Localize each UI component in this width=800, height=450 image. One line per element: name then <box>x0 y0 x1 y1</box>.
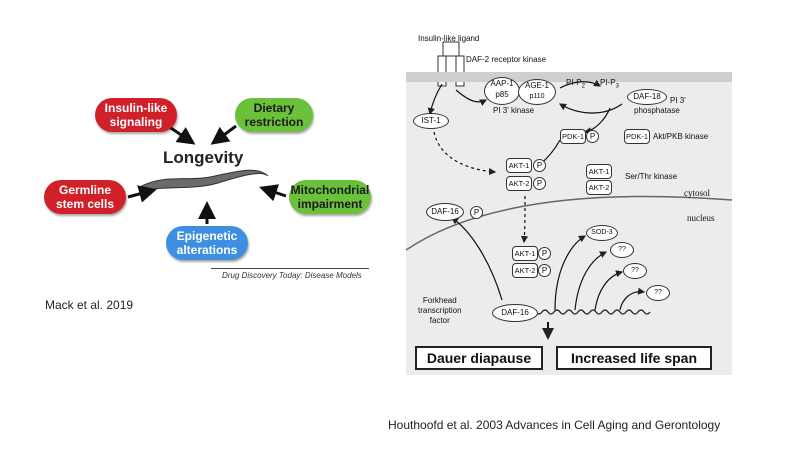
germline-stem-cells-pill: Germline stem cells <box>44 180 126 214</box>
akt1-node: AKT-1 <box>506 158 532 173</box>
akt1-right-node: AKT-1 <box>586 164 612 179</box>
citation-left: Mack et al. 2019 <box>45 298 134 312</box>
dietary-restriction-pill: Dietary restriction <box>235 98 313 132</box>
ser-thr-label: Ser/Thr kinase <box>625 172 678 181</box>
pathway-lines <box>405 41 733 340</box>
insulin-signaling-pill: Insulin-like signaling <box>95 98 177 132</box>
journal-credit: Drug Discovery Today: Disease Models <box>222 271 362 280</box>
sod3-node: SOD-3 <box>586 225 618 241</box>
nucleus-label: nucleus <box>687 213 715 223</box>
forkhead-label: Forkhead transcription factor <box>418 296 462 325</box>
increased-lifespan-box: Increased life span <box>556 346 712 370</box>
worm-icon <box>141 169 269 191</box>
daf16-cytosol-node: DAF-16 <box>426 203 464 221</box>
akt2-node: AKT-2 <box>506 176 532 191</box>
phosphatase-label-a: PI 3' <box>670 96 686 105</box>
phospho-icon: P <box>470 206 483 219</box>
phospho-icon: P <box>538 247 551 260</box>
phospho-icon: P <box>533 159 546 172</box>
daf2-receptor-label: DAF-2 receptor kinase <box>466 55 547 64</box>
pdk1-node: PDK-1 <box>560 129 586 144</box>
credit-divider <box>211 268 369 269</box>
ist1-node: IST-1 <box>413 113 449 129</box>
pip2-label: PI-P2 <box>566 78 585 90</box>
longevity-label: Longevity <box>163 148 244 167</box>
akt1-nucleus-node: AKT-1 <box>512 246 538 261</box>
insulin-ligand-label: Insulin-like ligand <box>418 34 480 43</box>
pdk1-right-node: PDK-1 <box>624 129 650 144</box>
citation-right: Houthoofd et al. 2003 Advances in Cell A… <box>388 418 721 432</box>
mitochondrial-impairment-pill: Mitochondrial impairment <box>289 180 371 214</box>
cytosol-label: cytosol <box>684 188 710 198</box>
daf16-nucleus-node: DAF-16 <box>492 304 538 322</box>
phospho-icon: P <box>533 177 546 190</box>
phosphatase-label-b: phosphatase <box>634 106 680 115</box>
epigenetic-alterations-pill: Epigenetic alterations <box>166 226 248 260</box>
akt2-right-node: AKT-2 <box>586 180 612 195</box>
dauer-diapause-box: Dauer diapause <box>415 346 543 370</box>
daf18-node: DAF-18 <box>627 89 667 105</box>
pip3-label: PI-P3 <box>600 78 619 90</box>
pi3-kinase-label: PI 3' kinase <box>493 106 535 115</box>
unknown-target-2: ?? <box>623 263 647 279</box>
age1-p110-node: AGE-1 p110 <box>518 79 556 105</box>
unknown-target-1: ?? <box>610 242 634 258</box>
phospho-icon: P <box>538 264 551 277</box>
aap1-p85-node: AAP-1 p85 <box>484 77 520 105</box>
phospho-icon: P <box>586 130 599 143</box>
akt2-nucleus-node: AKT-2 <box>512 263 538 278</box>
akt-pkb-label: Akt/PKB kinase <box>653 132 709 141</box>
unknown-target-3: ?? <box>646 285 670 301</box>
